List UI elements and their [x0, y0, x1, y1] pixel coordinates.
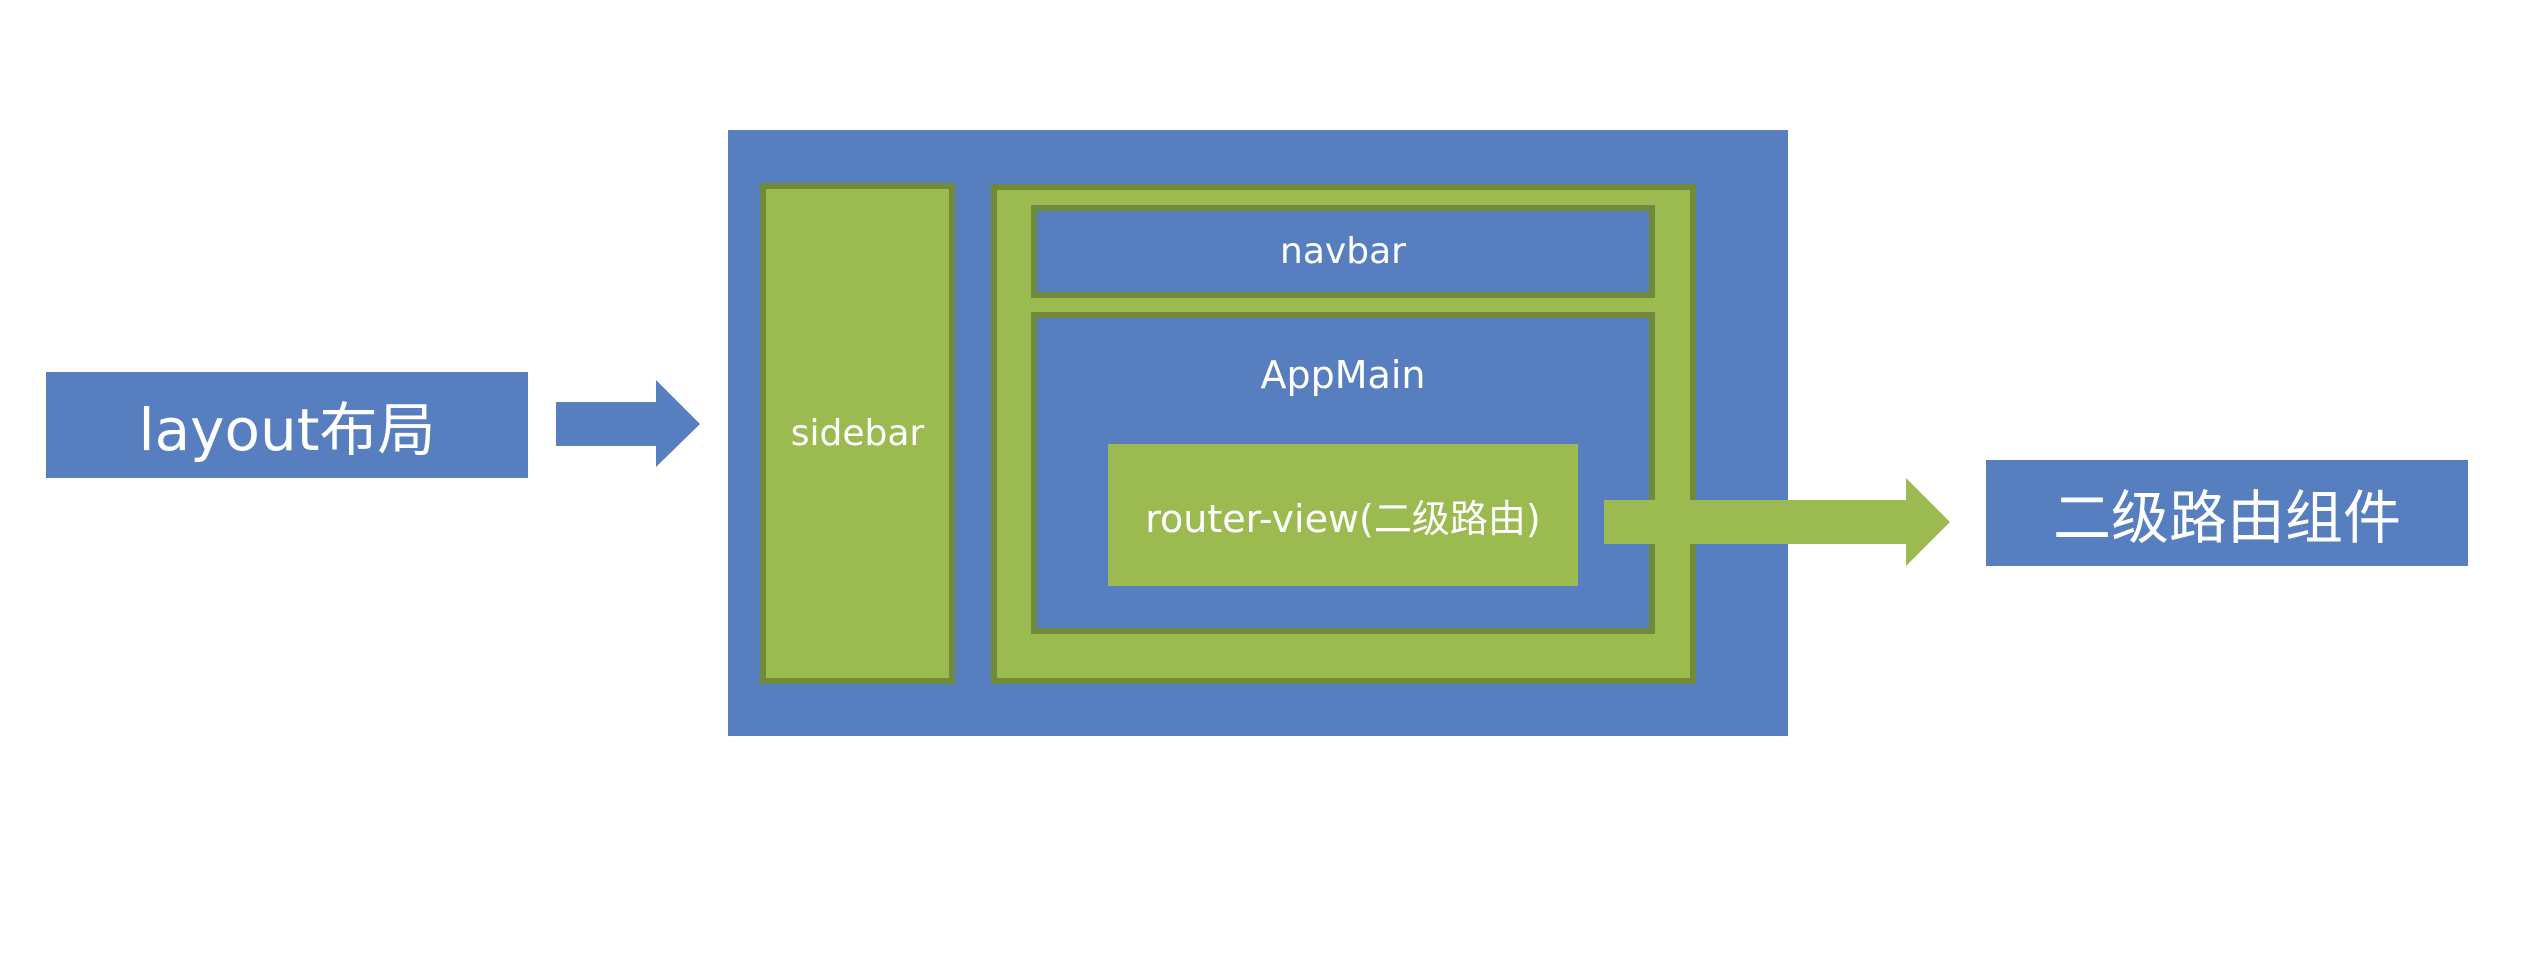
child-component-node: 二级路由组件: [1986, 460, 2468, 566]
router-view-node-label: router-view(二级路由): [1145, 496, 1541, 541]
child-component-node-label: 二级路由组件: [2052, 484, 2401, 552]
arrow-router-view-to-component: [1604, 478, 1950, 566]
arrow-right-icon: [1604, 478, 1950, 566]
sidebar-node: sidebar: [760, 183, 955, 684]
router-view-node: router-view(二级路由): [1108, 444, 1578, 586]
layout-node-label: layout布局: [138, 396, 436, 464]
arrow-right-icon: [556, 380, 700, 467]
sidebar-node-label: sidebar: [790, 413, 925, 454]
layout-node: layout布局: [46, 372, 528, 478]
app-main-node-label: AppMain: [1260, 353, 1426, 397]
arrow-layout-to-container: [556, 380, 700, 467]
navbar-node: navbar: [1031, 205, 1655, 298]
navbar-node-label: navbar: [1280, 231, 1406, 272]
